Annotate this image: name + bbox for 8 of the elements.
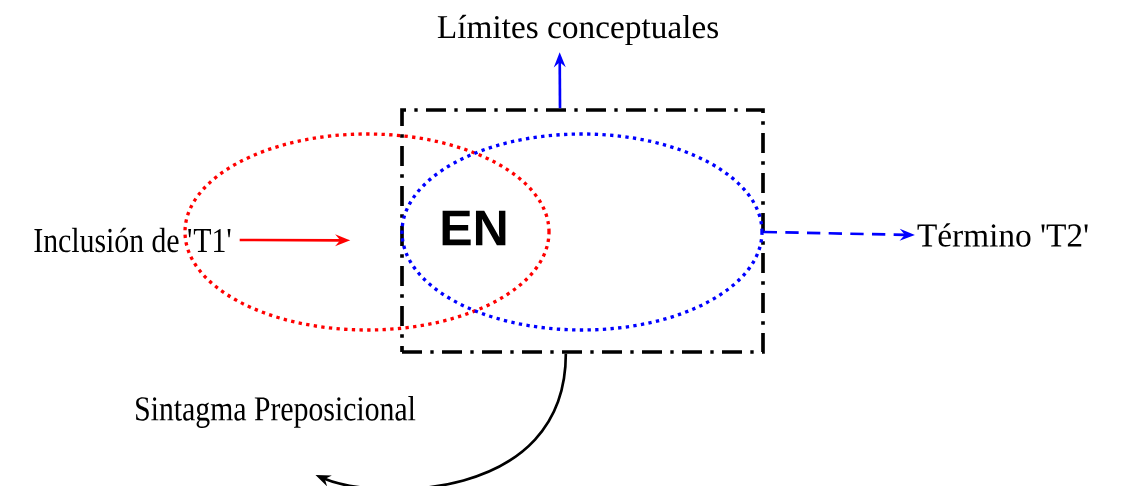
dotted-ellipse [183,132,551,332]
term-label: Límites conceptuales [437,14,718,46]
outlined-letters: EN [442,210,506,246]
term-label: Sintagma Preposicional [136,396,416,428]
term-label: Inclusión de 'T1' [34,227,231,253]
dash-dot-frame [400,108,765,354]
term-label: Término 'T2' [917,223,1088,247]
dotted-ellipse [400,132,764,332]
